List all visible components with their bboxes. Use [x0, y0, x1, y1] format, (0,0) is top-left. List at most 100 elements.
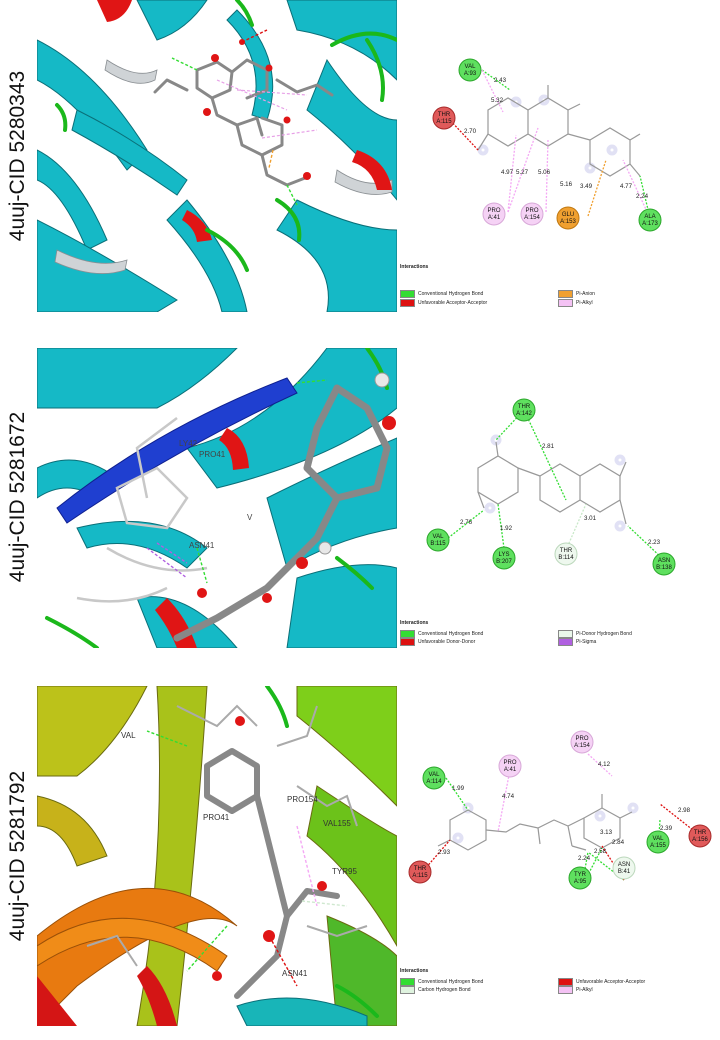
residue-name: LYS — [499, 552, 510, 558]
residue-id: A:173 — [642, 221, 658, 227]
residue-tag: TYR95 — [332, 867, 357, 876]
distance-label: 2.98 — [678, 807, 691, 814]
residue-name: THR — [414, 866, 427, 872]
residue-tag: VAL155 — [323, 819, 351, 828]
legend-item: Carbon Hydrogen Bond — [400, 986, 471, 994]
residue-name: THR — [518, 404, 531, 410]
legend-swatch — [400, 290, 415, 298]
legend-swatch — [400, 299, 415, 307]
residue-name: PRO — [575, 736, 588, 742]
distance-label: 4.74 — [502, 793, 515, 800]
legend-item: Pi-Alkyl — [558, 986, 593, 994]
distance-label: 5.06 — [538, 169, 551, 176]
residue-name: PRO — [487, 208, 500, 214]
residue-id: B:138 — [656, 565, 672, 571]
legend-swatch — [558, 638, 573, 646]
distance-label: 5.16 — [560, 181, 573, 188]
legend-swatch — [558, 978, 573, 986]
legend-title: Interactions — [400, 620, 429, 626]
legend-item: Conventional Hydrogen Bond — [400, 978, 483, 986]
residue-name: TYR — [574, 872, 587, 878]
panel-3-label-box: 4uuj-CID 5281792 — [0, 686, 36, 1026]
legend-swatch — [558, 986, 573, 994]
residue-id: A:114 — [426, 779, 442, 785]
residue-tag: VAL — [121, 731, 136, 740]
distance-label: 2.76 — [460, 519, 473, 526]
residue-name: PRO — [525, 208, 538, 214]
residue-name: VAL — [653, 836, 665, 842]
residue-name: ALA — [644, 214, 655, 220]
legend-item: Unfavorable Acceptor-Acceptor — [400, 299, 487, 307]
distance-label: 2.84 — [612, 839, 625, 846]
residue-id: A:153 — [560, 219, 576, 225]
legend-label: Pi-Alkyl — [576, 987, 593, 993]
residue-tag: V — [247, 513, 253, 522]
residue-tag: PRO154 — [287, 795, 318, 804]
residue-id: B:115 — [430, 541, 446, 547]
panel-2-distance-labels: 2.81 2.76 1.92 3.01 2.23 — [460, 443, 661, 546]
legend-swatch — [400, 638, 415, 646]
panel-2-ribbon-render: LY42 PRO41 ASN41 V — [37, 348, 397, 648]
residue-name: THR — [438, 112, 451, 118]
legend-item: Pi-Anion — [558, 290, 595, 298]
residue-id: A:41 — [488, 215, 501, 221]
residue-id: B:41 — [618, 869, 631, 875]
distance-label: 2.43 — [494, 77, 507, 84]
distance-label: 4.77 — [620, 183, 633, 190]
panel-2-3d-view: LY42 PRO41 ASN41 V — [37, 348, 397, 648]
distance-label: 4.97 — [501, 169, 514, 176]
legend-label: Conventional Hydrogen Bond — [418, 979, 484, 985]
distance-label: 3.49 — [580, 183, 593, 190]
distance-label: 1.92 — [500, 525, 513, 532]
panel-3-2d-map: 1.99 4.74 4.12 2.98 2.39 3.13 2.84 2.58 … — [398, 720, 720, 1020]
distance-label: 5.27 — [516, 169, 529, 176]
panel-1-2d-map: 2.43 5.32 2.70 4.97 5.27 5.06 5.16 3.49 … — [398, 0, 720, 312]
distance-label: 5.32 — [491, 97, 504, 104]
legend-label: Pi-Anion — [576, 291, 595, 297]
distance-label: 3.01 — [584, 515, 597, 522]
legend-label: Conventional Hydrogen Bond — [418, 291, 484, 297]
residue-name: VAL — [433, 534, 445, 540]
panel-1-legend: Interactions Conventional Hydrogen Bond … — [398, 264, 720, 310]
residue-tag: LY42 — [179, 439, 198, 448]
panel-1-label: 4uuj-CID 5280343 — [6, 70, 30, 242]
legend-label: Pi-Alkyl — [576, 300, 593, 306]
panel-3-legend: Interactions Conventional Hydrogen Bond … — [398, 968, 720, 998]
legend-swatch — [400, 978, 415, 986]
legend-item: Pi-Sigma — [558, 638, 596, 646]
legend-swatch — [400, 630, 415, 638]
residue-id: B:207 — [496, 559, 512, 565]
residue-id: A:93 — [464, 71, 477, 77]
residue-id: A:95 — [574, 879, 587, 885]
legend-item: Pi-Alkyl — [558, 299, 593, 307]
legend-label: Carbon Hydrogen Bond — [418, 987, 471, 993]
residue-name: VAL — [465, 64, 477, 70]
legend-item: Unfavorable Donor-Donor — [400, 638, 475, 646]
residue-name: ASN — [658, 558, 670, 564]
residue-tag: ASN41 — [189, 541, 215, 550]
distance-label: 2.24 — [636, 193, 649, 200]
distance-label: 3.13 — [600, 829, 613, 836]
legend-label: Unfavorable Acceptor-Acceptor — [418, 300, 488, 306]
distance-label: 4.12 — [598, 761, 611, 768]
panel-1-distance-labels: 2.43 5.32 2.70 4.97 5.27 5.06 5.16 3.49 … — [464, 77, 649, 200]
panel-3-distance-labels: 1.99 4.74 4.12 2.98 2.39 3.13 2.84 2.58 … — [438, 761, 691, 862]
residue-name: VAL — [429, 772, 441, 778]
panel-1-interaction-diagram: 2.43 5.32 2.70 4.97 5.27 5.06 5.16 3.49 … — [432, 58, 662, 232]
residue-name: THR — [560, 548, 573, 554]
legend-label: Conventional Hydrogen Bond — [418, 631, 484, 637]
residue-id: A:41 — [504, 767, 517, 773]
legend-swatch — [558, 299, 573, 307]
legend-label: Unfavorable Donor-Donor — [418, 639, 476, 645]
residue-tag: ASN41 — [282, 969, 308, 978]
